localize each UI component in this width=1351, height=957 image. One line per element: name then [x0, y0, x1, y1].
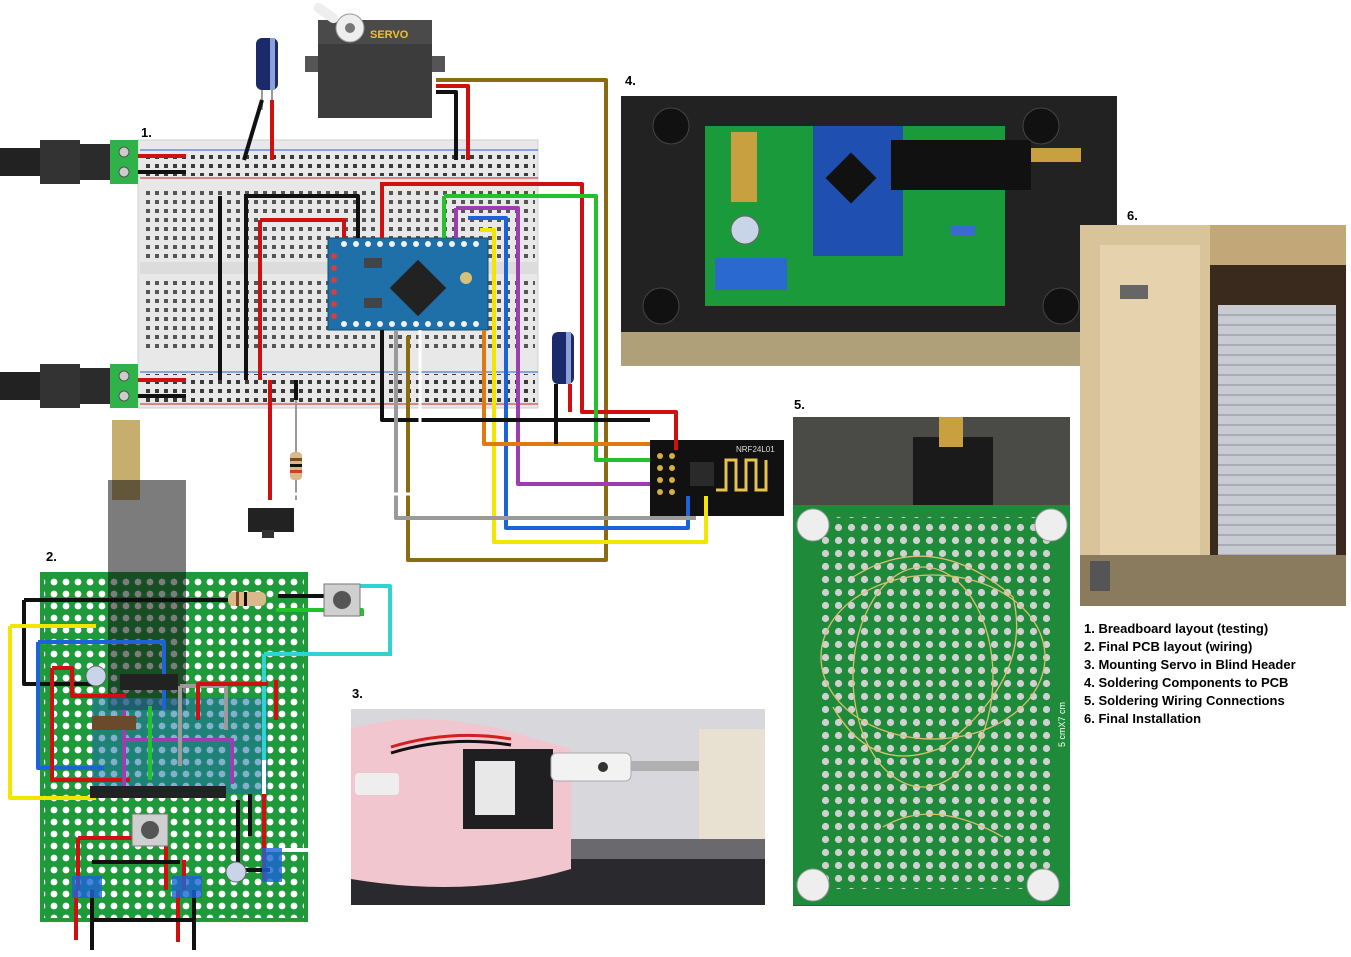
- final-installation-photo: [1080, 225, 1346, 606]
- box-photo-svg: [621, 96, 1117, 366]
- board-size-label: 5 cmX7 cm: [1057, 702, 1067, 747]
- dc-jack-bottom: [0, 364, 138, 408]
- push-button-top: [323, 583, 361, 617]
- legend-item-1: 1. Breadboard layout (testing): [1084, 621, 1269, 636]
- installation-photo-svg: [1080, 225, 1346, 606]
- panel-number-1: 1.: [141, 125, 152, 140]
- panel-number-5: 5.: [794, 397, 805, 412]
- capacitor-top: [256, 38, 278, 110]
- servo: SERVO: [305, 2, 445, 118]
- breadboard-svg: SERVO NR: [0, 2, 784, 562]
- legend-item-6: 6. Final Installation: [1084, 711, 1202, 726]
- soldered-pcb-photo: [621, 96, 1117, 366]
- dc-jack-top: [0, 140, 138, 184]
- arduino-pro-mini: [327, 237, 489, 331]
- pcb-layout-diagram: [0, 420, 410, 952]
- solder-photo-svg: 5 cmX7 cm: [793, 417, 1070, 906]
- nrf24l01-module: NRF24L01: [650, 440, 784, 516]
- slide-switch: [248, 508, 294, 538]
- breadboard-diagram: SERVO NR: [0, 0, 800, 570]
- solder-wiring-photo: 5 cmX7 cm: [793, 417, 1070, 906]
- legend-item-2: 2. Final PCB layout (wiring): [1084, 639, 1253, 654]
- legend-item-4: 4. Soldering Components to PCB: [1084, 675, 1289, 690]
- legend-item-3: 3. Mounting Servo in Blind Header: [1084, 657, 1296, 672]
- servo-label: SERVO: [370, 29, 409, 41]
- panel-number-6: 6.: [1127, 208, 1138, 223]
- radio-module-label: NRF24L01: [736, 445, 775, 454]
- servo-photo-svg: [351, 709, 765, 905]
- panel-number-3: 3.: [352, 686, 363, 701]
- panel-number-4: 4.: [625, 73, 636, 88]
- wires: [138, 78, 708, 562]
- panel-number-2: 2.: [46, 549, 57, 564]
- pcb-layout-svg: [8, 420, 392, 950]
- legend-item-5: 5. Soldering Wiring Connections: [1084, 693, 1285, 708]
- push-button-bottom: [131, 813, 169, 847]
- legend: 1. Breadboard layout (testing) 2. Final …: [1084, 620, 1296, 728]
- servo-mounting-photo: [351, 709, 765, 905]
- capacitor-bottom: [552, 332, 574, 384]
